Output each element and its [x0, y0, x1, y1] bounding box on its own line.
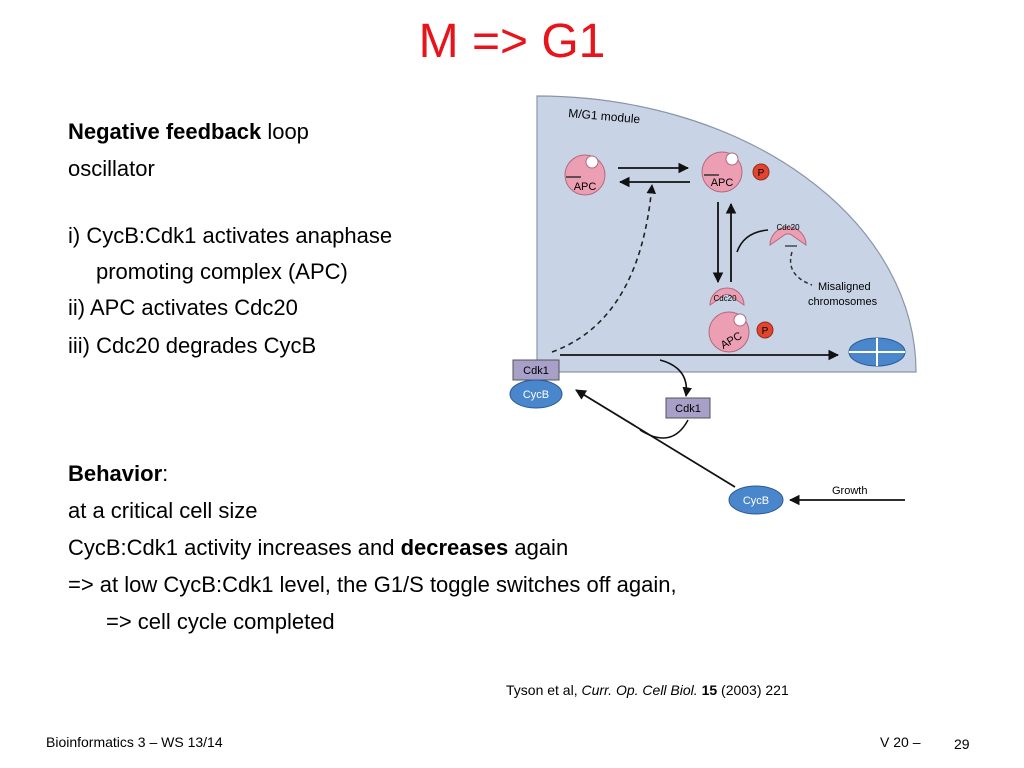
cycb-new-label: CycB [743, 495, 769, 507]
loop-text: loop [261, 119, 309, 144]
cycb-degradation-arrow [659, 359, 692, 397]
citation-rest: (2003) 221 [717, 682, 789, 698]
apc-active: APC P [701, 151, 770, 193]
cdk1-free: Cdk1 [665, 397, 711, 419]
cdk1-recycle-arrow [639, 419, 689, 439]
misaligned-chromosome-inhibition [789, 251, 813, 286]
apc-inactive: APC [564, 154, 606, 196]
behavior-line-1: at a critical cell size [68, 498, 258, 523]
module-background [536, 95, 917, 373]
citation-journal: Curr. Op. Cell Biol. [581, 682, 698, 698]
cdk1-activates-apc-dashed [551, 184, 657, 353]
behavior-line-2-c: again [508, 535, 569, 560]
item-2: ii) APC activates Cdc20 [68, 295, 298, 320]
item-1-line-1: i) CycB:Cdk1 activates anaphase [68, 223, 393, 248]
misaligned-label-1: Misaligned [818, 281, 871, 293]
footer-course: Bioinformatics 3 – WS 13/14 [46, 734, 223, 750]
phospho-label-bottom: P [762, 326, 769, 337]
negative-feedback-text: Negative feedback [68, 119, 262, 144]
cdk1-left-label: Cdk1 [523, 365, 549, 377]
dividing-cell [848, 337, 906, 367]
item-1-line-2: promoting complex (APC) [96, 259, 348, 284]
citation-volume: 15 [701, 682, 718, 698]
feedback-heading-line: Negative feedback loop [68, 118, 309, 146]
apc-left-label: APC [574, 181, 597, 193]
behavior-line-2: CycB:Cdk1 activity increases and decreas… [68, 534, 568, 562]
footer-page-number: 29 [954, 736, 970, 752]
cycb-binding-arrow [575, 389, 736, 488]
cdc20-free-label: Cdc20 [776, 223, 800, 232]
cdc20-binding-arrow [736, 229, 769, 253]
slide-title: M => G1 [418, 15, 606, 68]
cdk1-free-label: Cdk1 [675, 403, 701, 415]
behavior-heading: Behavior: [68, 460, 168, 488]
misaligned-label-2: chromosomes [808, 296, 878, 308]
module-label: M/G1 module [568, 106, 641, 126]
growth-label: Growth [832, 485, 867, 497]
phospho-label-top: P [758, 168, 765, 179]
behavior-label: Behavior [68, 461, 163, 486]
oscillator-text: oscillator [68, 156, 155, 181]
behavior-line-4: => cell cycle completed [106, 609, 335, 634]
citation-authors: Tyson et al, [506, 682, 582, 698]
behavior-line-3: => at low CycB:Cdk1 level, the G1/S togg… [68, 572, 677, 597]
cdc20-apc-complex: Cdc20 APC P [708, 287, 774, 353]
cdk1-cycb-complex: Cdk1 CycB [509, 359, 563, 409]
apc-right-label: APC [711, 177, 734, 189]
citation: Tyson et al, Curr. Op. Cell Biol. 15 (20… [506, 682, 789, 698]
cdc20-free: Cdc20 [769, 223, 807, 247]
behavior-line-2-a: CycB:Cdk1 activity increases and [68, 535, 401, 560]
item-3: iii) Cdc20 degrades CycB [68, 333, 317, 358]
decreases-text: decreases [400, 535, 509, 560]
behavior-colon: : [162, 461, 169, 486]
cdc20-complex-label: Cdc20 [713, 294, 737, 303]
cycb-left-label: CycB [523, 389, 549, 401]
cycb-new: CycB [728, 485, 784, 515]
footer-version: V 20 – [880, 734, 921, 750]
